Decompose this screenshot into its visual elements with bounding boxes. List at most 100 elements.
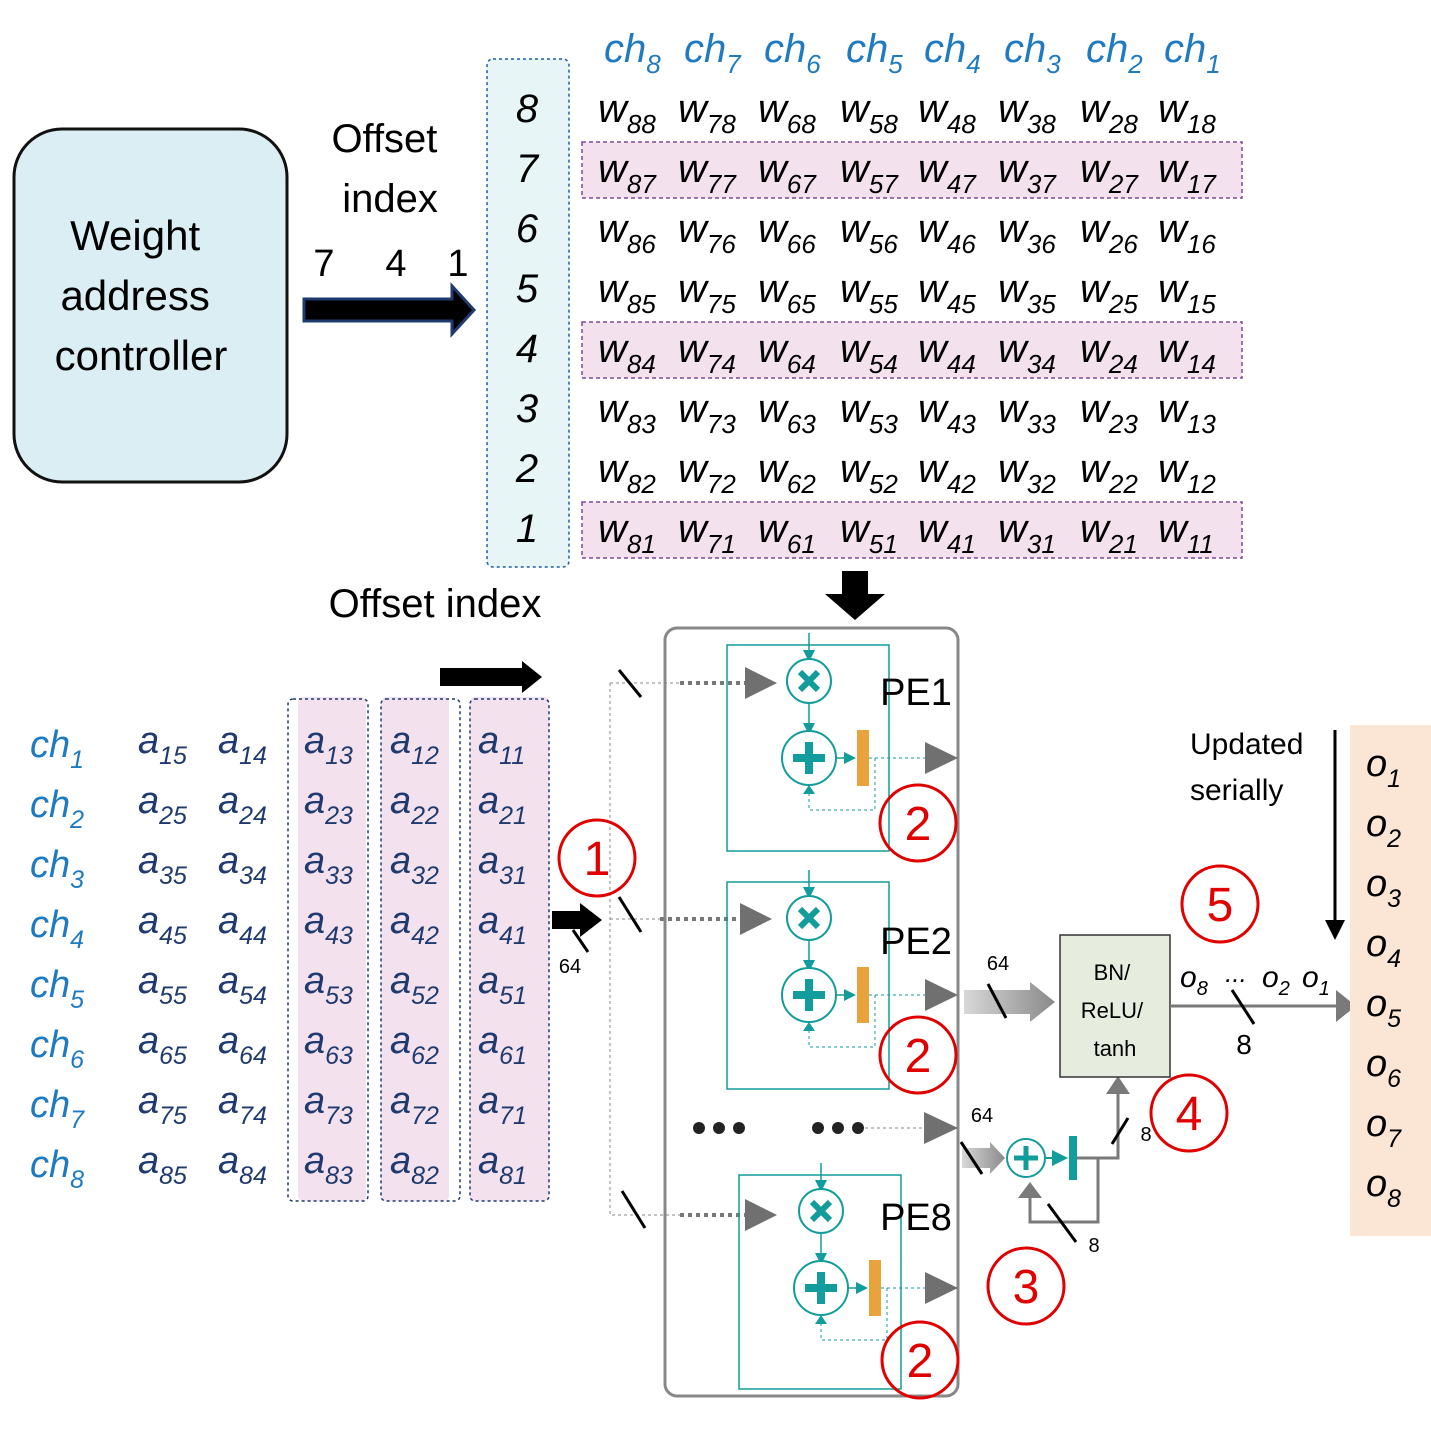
weight-cell: w26 (1080, 207, 1138, 259)
weight-cell: w15 (1158, 267, 1216, 319)
activation-column-highlight (298, 697, 366, 1201)
activation-cell: a72 (390, 1080, 439, 1130)
activation-cell: a41 (478, 900, 527, 950)
activation-cell: a25 (138, 780, 187, 830)
weight-row-highlight (581, 321, 1243, 379)
accumulator-bus-width: 8 (1140, 1124, 1151, 1146)
weight-cell: w73 (678, 387, 736, 439)
bus-slash (1110, 1117, 1130, 1145)
weight-cell: w68 (758, 87, 816, 139)
bus-slash (1046, 1203, 1078, 1243)
weight-row-highlight (581, 501, 1243, 559)
weight-row-highlights (581, 141, 1243, 559)
weight-cell: w23 (1080, 387, 1138, 439)
pe2-input-arrowhead (740, 903, 772, 935)
weight-cell: w71 (678, 507, 736, 559)
output-bus-width: 8 (1236, 1029, 1252, 1060)
activation-channel-label: ch6 (30, 1024, 84, 1074)
add-icon (805, 1272, 837, 1304)
offset-value: 7 (313, 243, 334, 285)
input-bus-width: 64 (559, 956, 581, 978)
sum-input-bus-width: 64 (971, 1105, 993, 1127)
activation-channel-label: ch3 (30, 844, 84, 894)
weight-cell: w28 (1080, 87, 1138, 139)
activation-channel-label: ch4 (30, 904, 84, 954)
bn-block-label: BN/ ReLU/ tanh (1081, 960, 1149, 1061)
serial-update-arrowhead (1325, 920, 1345, 940)
weight-cell: w37 (998, 147, 1057, 199)
activation-cell: a83 (304, 1140, 353, 1190)
output-column (1350, 725, 1431, 1236)
weight-cell: w76 (678, 207, 736, 259)
weight-cell: w86 (598, 207, 656, 259)
weight-cell: w57 (840, 147, 899, 199)
weight-cell: w83 (598, 387, 656, 439)
weight-cell: w67 (758, 147, 817, 199)
index-number: 5 (516, 267, 539, 311)
bus-slash (617, 896, 643, 933)
weight-cell: w82 (598, 447, 656, 499)
activation-cell: a61 (478, 1020, 527, 1070)
weight-cell: w33 (998, 387, 1056, 439)
activation-cell: a74 (218, 1080, 267, 1130)
weight-cell: w36 (998, 207, 1056, 259)
step-number: 2 (905, 1030, 932, 1083)
offset-value: 1 (447, 243, 468, 285)
weight-cell: w62 (758, 447, 816, 499)
activation-column-highlight (381, 697, 449, 1201)
activation-cell: a22 (390, 780, 439, 830)
output-value: o3 (1366, 863, 1401, 913)
accumulator-register (1069, 1136, 1077, 1180)
input-distribution-line (609, 683, 680, 1216)
weight-cell: w47 (918, 147, 977, 199)
weight-cell: w87 (598, 147, 657, 199)
multiply-icon (797, 906, 821, 930)
output-value: o7 (1366, 1103, 1402, 1153)
weight-cell: w12 (1158, 447, 1216, 499)
index-number: 3 (516, 387, 538, 431)
weight-cell: w46 (918, 207, 976, 259)
accumulator-plus-icon (1014, 1146, 1038, 1170)
activation-cell: a24 (218, 780, 267, 830)
step-number: 4 (1176, 1088, 1203, 1141)
weight-cell: w27 (1080, 147, 1139, 199)
accumulator-feedback-arrowhead (1018, 1182, 1042, 1198)
step-marker: 4 (1149, 1073, 1229, 1153)
controller-label: Weight address controller (55, 212, 228, 379)
weight-cell: w42 (918, 447, 976, 499)
bus-slash (617, 669, 643, 698)
activation-cell: a33 (304, 840, 353, 890)
activation-cell: a75 (138, 1080, 187, 1130)
weight-channel-header: ch5 (846, 27, 903, 79)
weight-cell: w66 (758, 207, 816, 259)
weight-cell: w77 (678, 147, 737, 199)
step-marker: 5 (1180, 864, 1260, 944)
bus-slash (1230, 989, 1256, 1025)
weight-cell: w11 (1158, 507, 1214, 559)
activation-channel-label: ch7 (30, 1084, 85, 1134)
output-value: o4 (1366, 923, 1401, 973)
activation-cell: a85 (138, 1140, 187, 1190)
weight-cell: w13 (1158, 387, 1216, 439)
multiply-icon (809, 1199, 833, 1223)
weight-cell: w63 (758, 387, 816, 439)
activation-column-highlight (470, 697, 549, 1201)
add-icon (793, 979, 825, 1011)
activation-cell: a51 (478, 960, 527, 1010)
activation-column-frame (287, 698, 369, 1202)
activation-channel-label: ch2 (30, 784, 84, 834)
pe-output-bus-width: 64 (987, 953, 1009, 975)
weight-cell: w81 (598, 507, 656, 559)
activation-cell: a45 (138, 900, 187, 950)
index-number: 8 (516, 87, 539, 131)
output-seq-left: o8 (1180, 961, 1208, 1000)
updated-serially-label: Updated serially (1190, 728, 1312, 807)
weight-cell: w24 (1080, 327, 1138, 379)
weight-cell: w17 (1158, 147, 1217, 199)
weight-channel-header: ch6 (764, 27, 821, 79)
output-seq-dots: ... (1225, 958, 1247, 988)
weight-cell: w41 (918, 507, 976, 559)
